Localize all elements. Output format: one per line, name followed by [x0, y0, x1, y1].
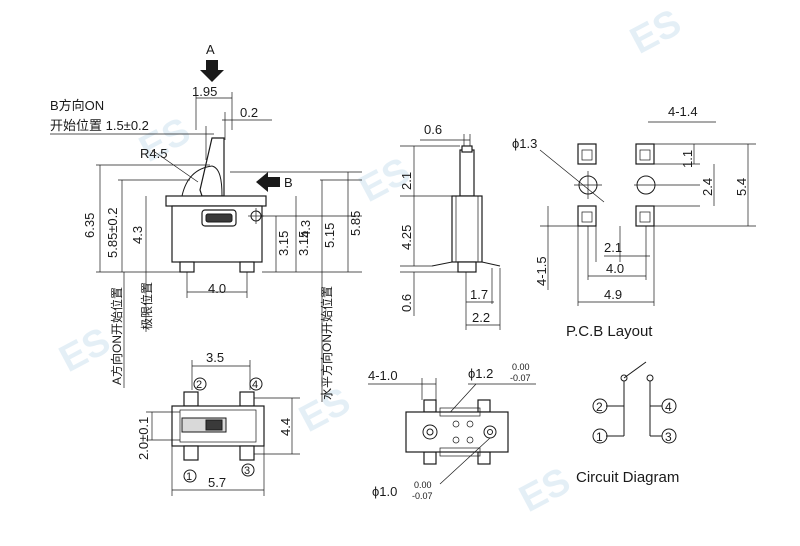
arrow-a-icon [200, 60, 224, 82]
dim-1-95: 1.95 [192, 84, 217, 99]
svg-text:4: 4 [252, 379, 258, 391]
dim-5-85-tol: 5.85±0.2 [105, 207, 120, 258]
dim-4-25: 4.25 [399, 225, 414, 250]
dim-4-3-right: 4.3 [298, 220, 313, 238]
arrow-b-icon [256, 172, 280, 192]
arrow-b-label: B [284, 175, 293, 190]
svg-text:3: 3 [244, 465, 250, 477]
bottom-pin-3-marker [241, 463, 255, 477]
dim-3-5: 3.5 [206, 350, 224, 365]
top-view: 4-1.0 ϕ1.2 0.00 -0.07 ϕ1.0 0.00 -0.07 [368, 362, 536, 501]
radius-label: R4.5 [140, 146, 167, 161]
dim-4-3-left: 4.3 [130, 226, 145, 244]
dim-3-15-b: 3.15 [296, 231, 311, 256]
svg-text:ES: ES [53, 320, 117, 381]
dim-2-1-front: 2.1 [399, 172, 414, 190]
arrow-a-label: A [206, 42, 215, 57]
dim-4-0-side: 4.0 [208, 281, 226, 296]
dim-5-85: 5.85 [348, 211, 363, 236]
circuit-pin-3 [661, 428, 677, 444]
actuator-lever [199, 137, 225, 197]
svg-text:-0.07: -0.07 [510, 373, 531, 383]
dim-5-15: 5.15 [322, 223, 337, 248]
svg-text:0.00: 0.00 [414, 480, 432, 490]
dim-0-6-top: 0.6 [424, 122, 442, 137]
b-on-label: B方向ON [50, 98, 104, 113]
pcb-layout-title: P.C.B Layout [566, 323, 653, 340]
dim-4-1-4: 4-1.4 [668, 104, 698, 119]
b-on-position: 开始位置 1.5±0.2 [50, 118, 149, 133]
pcb-hole-label: ϕ1.3 [512, 136, 537, 151]
dim-2-0-tol: 2.0±0.1 [136, 417, 151, 460]
actuator-shaft [459, 149, 475, 197]
svg-text:2: 2 [596, 400, 603, 414]
dim-4-0-pcb: 4.0 [606, 261, 624, 276]
dim-4-1-5: 4-1.5 [534, 256, 549, 286]
dim-5-4: 5.4 [734, 178, 749, 196]
dim-2-1-pcb: 2.1 [604, 240, 622, 255]
limit-position-label: 极限位置 [139, 282, 154, 330]
dim-6-35: 6.35 [82, 213, 97, 238]
bottom-pin-2-marker [193, 377, 207, 391]
dim-3-15: 3.15 [276, 231, 291, 256]
svg-text:ES: ES [624, 2, 688, 63]
circuit-diagram-title: Circuit Diagram [576, 469, 679, 486]
dim-0-6-bottom: 0.6 [399, 294, 414, 312]
svg-text:2: 2 [196, 379, 202, 391]
circuit-pin-1 [592, 428, 608, 444]
svg-text:-0.07: -0.07 [412, 491, 433, 501]
svg-text:1: 1 [186, 471, 192, 483]
horizontal-on-start-label: 水平方向ON开始位置 [319, 286, 334, 400]
dim-1-7: 1.7 [470, 287, 488, 302]
circuit-pin-4 [661, 398, 677, 414]
pcb-pad-4 [635, 205, 655, 227]
circuit-pin-2 [592, 398, 608, 414]
front-body [451, 195, 483, 263]
dim-4-1-0: 4-1.0 [368, 368, 398, 383]
svg-text:ES: ES [513, 460, 577, 521]
bottom-view: 3.5 2 4 1 3 2.0±0.1 4.4 5.7 [136, 350, 300, 496]
dim-0-2: 0.2 [240, 105, 258, 120]
svg-text:4: 4 [665, 400, 672, 414]
pcb-pad-1 [577, 143, 597, 165]
dim-1-1: 1.1 [680, 150, 695, 168]
pcb-pad-2 [635, 143, 655, 165]
circuit-diagram: 2 1 4 3 Circuit Diagram [576, 361, 679, 486]
svg-text:3: 3 [665, 430, 672, 444]
side-view: A 1.95 0.2 B方向ON 开始位置 1.5±0.2 R4.5 B [50, 42, 363, 402]
dim-2-4: 2.4 [700, 178, 715, 196]
dim-4-4: 4.4 [278, 418, 293, 436]
switch-contact [623, 361, 647, 379]
bottom-pin-1-marker [183, 469, 197, 483]
bottom-pin-4-marker [249, 377, 263, 391]
svg-text:0.00: 0.00 [512, 362, 530, 372]
dim-4-9: 4.9 [604, 287, 622, 302]
pcb-pad-3 [577, 205, 597, 227]
body-top-plate [165, 195, 267, 207]
hole-top-label: ϕ1.2 [468, 366, 493, 381]
a-on-start-label: A方向ON开始位置 [109, 287, 124, 385]
svg-text:1: 1 [596, 430, 603, 444]
dim-2-2: 2.2 [472, 310, 490, 325]
hole-bottom-label: ϕ1.0 [372, 484, 397, 499]
pcb-layout: ϕ1.3 4-1.4 1.1 2.4 5.4 4-1.5 [512, 104, 756, 340]
dim-5-7: 5.7 [208, 475, 226, 490]
front-view: 0.6 2.1 4.25 0.6 1.7 2.2 [399, 122, 501, 330]
